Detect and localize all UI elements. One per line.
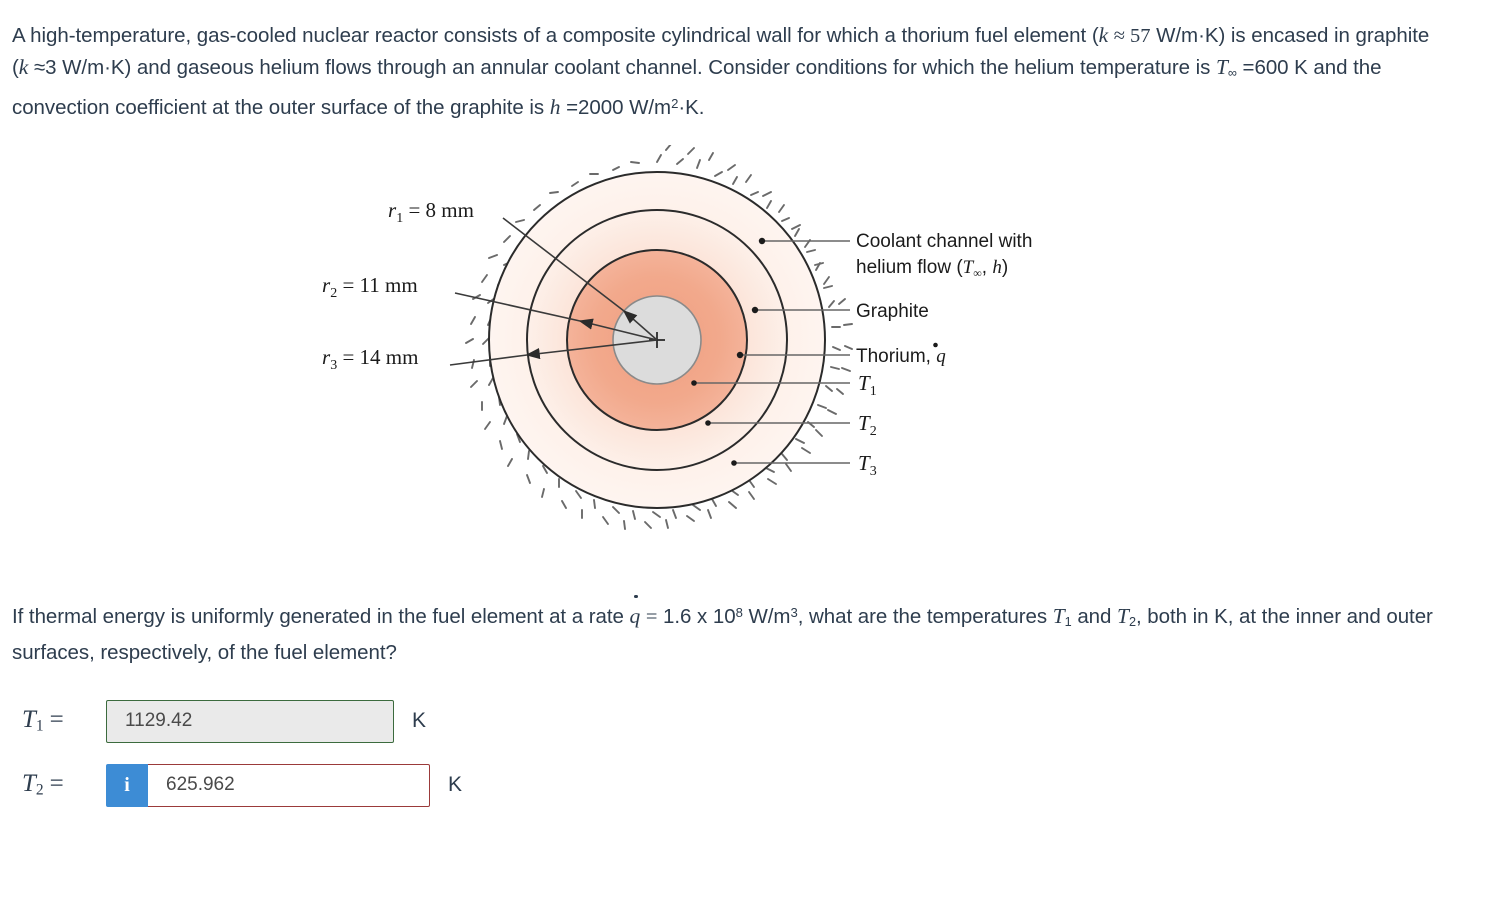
answer-field-wrap-T2: i xyxy=(106,763,430,807)
question-symbol-T1-sub: 1 xyxy=(1064,613,1072,629)
reactor-cross-section-figure: r1 = 8 mm r2 = 11 mm r3 = 14 mm Coolant … xyxy=(290,145,1090,545)
callout-h-sym: h xyxy=(992,257,1002,278)
label-r2-sub: 2 xyxy=(330,286,337,301)
symbol-T-infinity-subscript: ∞ xyxy=(1227,64,1237,80)
radius-arrows xyxy=(525,309,658,360)
answer-area: T1= K T2= i K xyxy=(22,698,462,826)
symbol-k-graphite: k xyxy=(18,55,29,79)
answer-row-T1: T1 = K xyxy=(22,698,462,744)
callout-T-inf-sub: ∞ xyxy=(973,266,982,280)
answer-label-T2-sub: 2 xyxy=(35,781,44,799)
answer-input-T2[interactable] xyxy=(148,763,430,807)
callout-T3: T3 xyxy=(858,451,877,479)
question-symbol-T2-sub: 2 xyxy=(1128,613,1136,629)
answer-input-T1[interactable] xyxy=(106,699,394,743)
label-r2-text: = 11 mm xyxy=(337,273,417,297)
callout-T1: T1 xyxy=(858,371,877,399)
label-r3-sym: r xyxy=(322,345,331,369)
question-symbol-T2: T xyxy=(1117,604,1129,629)
problem-statement: A high-temperature, gas-cooled nuclear r… xyxy=(12,20,1474,123)
callout-qdot-dot-icon xyxy=(933,342,938,348)
question-text-3: , xyxy=(1135,605,1142,629)
question-rate-value: 1.6 x 10 xyxy=(663,605,736,629)
label-r3-sub: 3 xyxy=(330,358,337,373)
label-r1-sym: r xyxy=(388,198,397,222)
callout-thorium: Thorium, q xyxy=(856,346,946,367)
radius-arrow-r2 xyxy=(578,318,658,341)
label-r3: r3 = 14 mm xyxy=(322,345,418,373)
callout-T-inf-sym: T xyxy=(963,257,975,278)
radius-arrow-r3 xyxy=(525,339,658,360)
question-text-4: both in K, at the inner and outer surfac… xyxy=(12,605,1433,664)
answer-label-T2: T2 = xyxy=(22,770,106,799)
question-prompt: If thermal energy is uniformly generated… xyxy=(12,594,1474,668)
answer-row-T2: T2 = i K xyxy=(22,762,462,808)
answer-unit-T1: K xyxy=(412,709,427,732)
callout-coolant-channel-line2: helium flow (T∞, h) xyxy=(856,257,1008,280)
label-r1-text: = 8 mm xyxy=(403,198,474,222)
symbol-k-thorium: k xyxy=(1098,23,1109,47)
callout-qdot-sym: q xyxy=(936,346,946,367)
statement-text-2: W/m·K) is encased in graphite ( xyxy=(12,24,1430,79)
question-symbol-T1: T xyxy=(1052,604,1065,629)
statement-text-4: =600 K and the convection coefficient at… xyxy=(12,56,1382,119)
answer-label-T1-eq: = xyxy=(49,706,64,734)
question-text-1: If thermal energy is uniformly generated… xyxy=(12,605,624,629)
label-r3-text: = 14 mm xyxy=(337,345,418,369)
answer-unit-T2: K xyxy=(448,773,463,796)
answer-label-T1-sym: T xyxy=(22,706,36,734)
answer-label-T1-sub: 1 xyxy=(35,717,44,735)
exponent-2: 2 xyxy=(671,95,679,111)
symbol-q-dot: q xyxy=(630,594,640,632)
answer-label-T2-eq: = xyxy=(49,770,64,798)
statement-text-1: A high-temperature, gas-cooled nuclear r… xyxy=(12,24,1099,47)
question-rate-exponent: 8 xyxy=(735,605,743,620)
symbol-h: h xyxy=(549,94,561,119)
callout-leaders xyxy=(694,240,850,464)
symbol-T-infinity: T xyxy=(1215,55,1228,79)
callout-T2: T2 xyxy=(858,411,877,439)
answer-field-wrap-T1 xyxy=(106,699,394,743)
question-conjunction: and xyxy=(1077,605,1112,629)
question-equals: = xyxy=(645,606,658,629)
statement-text-5: =2000 W/m xyxy=(566,95,672,119)
answer-label-T2-sym: T xyxy=(22,770,36,798)
label-r2: r2 = 11 mm xyxy=(322,273,418,301)
statement-text-3: ≈3 W/m·K) and gaseous helium flows throu… xyxy=(33,56,1211,79)
radius-arrow-r1 xyxy=(622,309,658,341)
question-rate-units-exponent: 3 xyxy=(790,605,798,620)
statement-text-6: ·K. xyxy=(678,95,705,119)
radius-leaders xyxy=(449,217,625,366)
label-r1-sub: 1 xyxy=(396,211,403,226)
approx-57: ≈ 57 xyxy=(1113,25,1151,47)
callout-dots xyxy=(691,237,766,466)
answer-label-T1: T1 = xyxy=(22,706,106,735)
label-r1: r1 = 8 mm xyxy=(388,198,474,226)
question-text-2: , what are the temperatures xyxy=(797,605,1048,629)
question-rate-units: W/m xyxy=(748,605,791,629)
callout-coolant-channel-line1: Coolant channel with xyxy=(856,231,1032,252)
callout-graphite: Graphite xyxy=(856,301,929,322)
stipple-texture xyxy=(465,145,853,530)
info-icon-button[interactable]: i xyxy=(106,763,148,807)
label-r2-sym: r xyxy=(322,273,331,297)
